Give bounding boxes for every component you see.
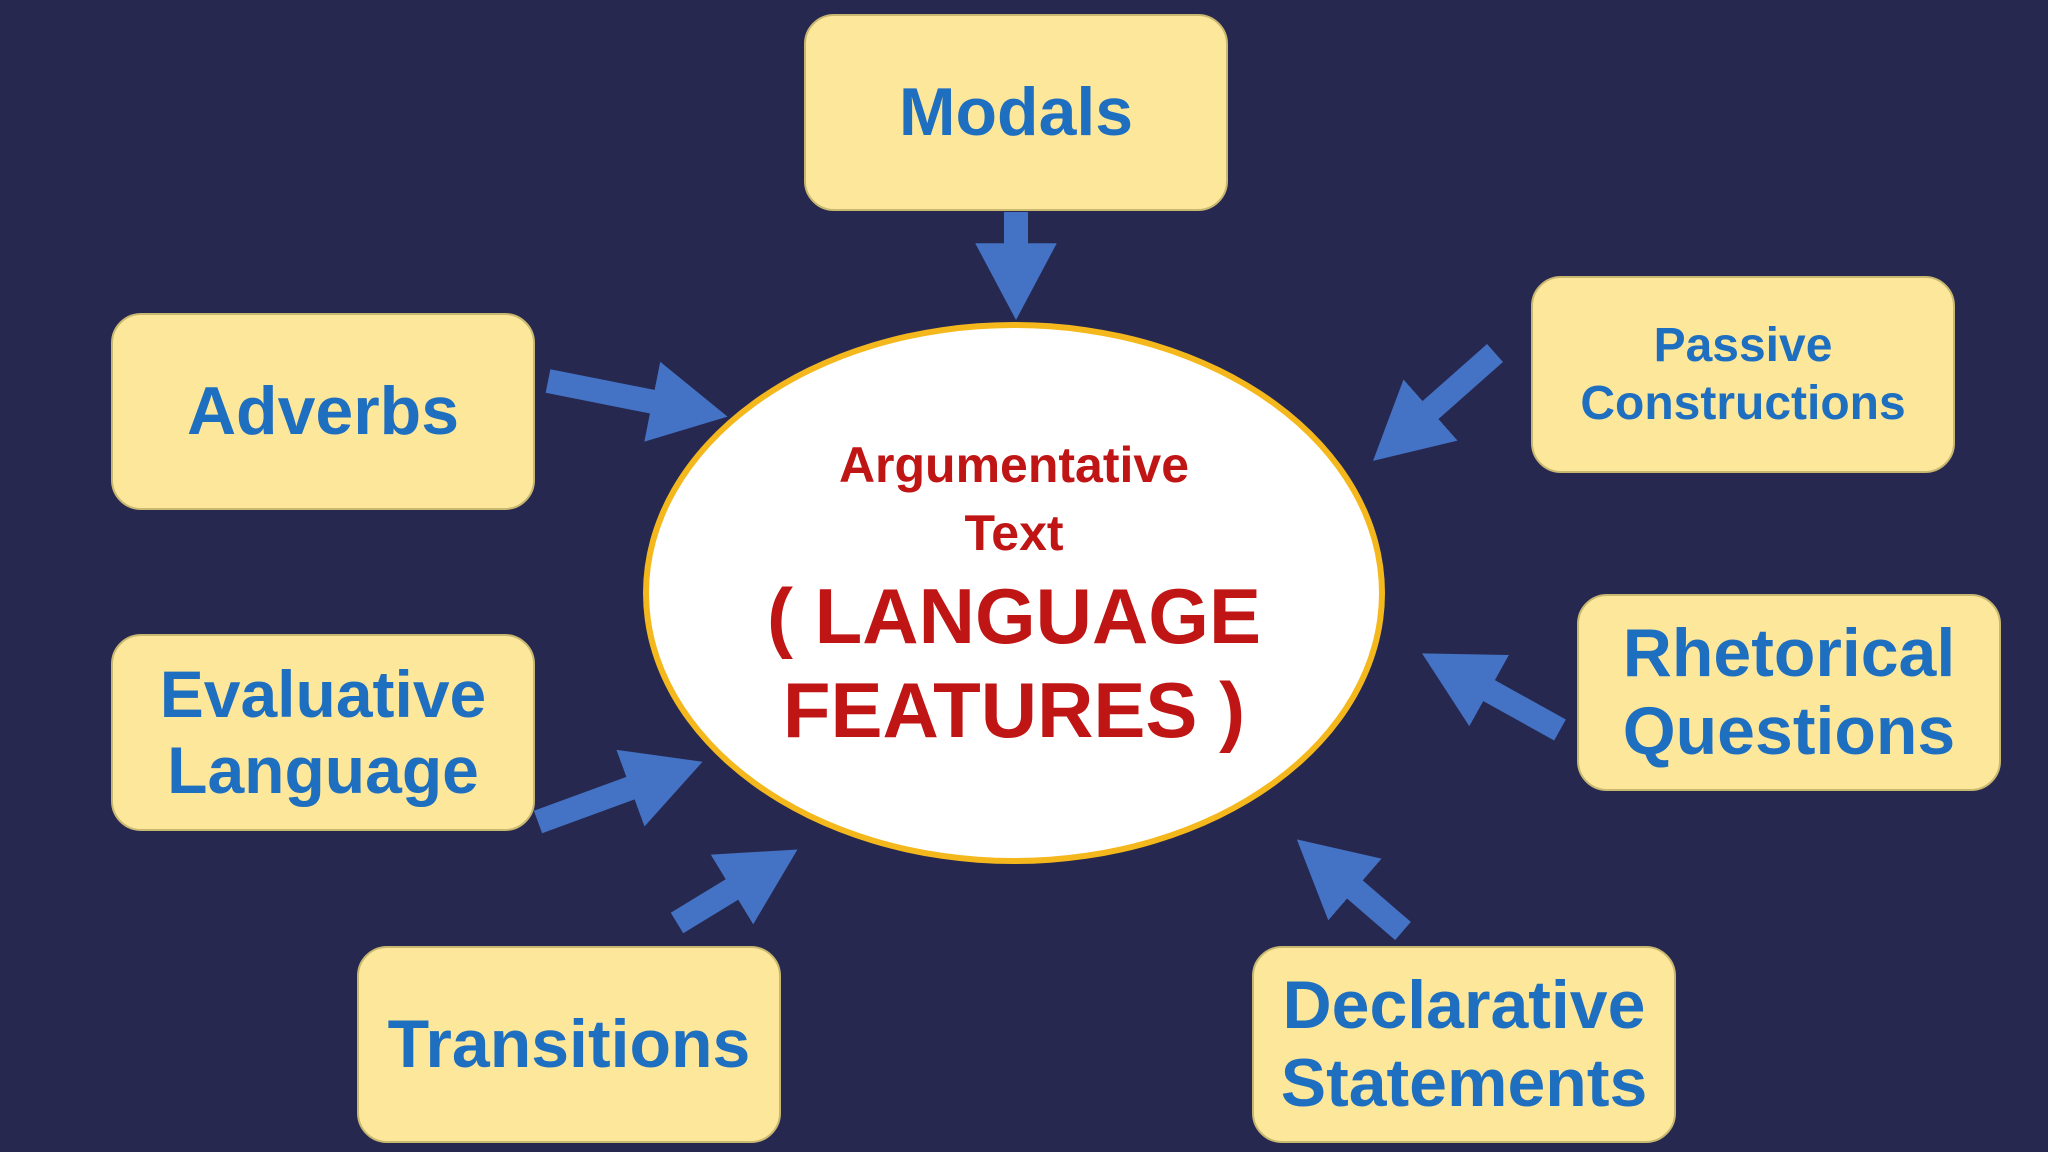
feature-label-line1: Declarative: [1282, 966, 1646, 1043]
arrow-passive: [1373, 344, 1503, 461]
center-title-line2: Text: [964, 504, 1064, 561]
center-subtitle-line2: FEATURES ): [782, 665, 1246, 754]
feature-label-line1: Rhetorical: [1622, 614, 1956, 691]
feature-label-line1: Passive: [1653, 318, 1833, 372]
feature-box-evaluative-language: Evaluative Language: [111, 634, 535, 831]
feature-box-transitions: Transitions: [357, 946, 781, 1143]
feature-label-line1: Evaluative: [159, 657, 487, 732]
feature-box-declarative-statements: Declarative Statements: [1252, 946, 1676, 1143]
feature-label-line2: Language: [167, 732, 479, 807]
feature-label-line2: Questions: [1622, 692, 1956, 769]
feature-box-modals: Modals: [804, 14, 1228, 211]
arrow-transitions: [670, 849, 798, 934]
arrow-evaluative: [533, 749, 703, 834]
arrow-rhetorical: [1422, 653, 1566, 741]
feature-label: Modals: [898, 73, 1134, 150]
feature-label: Adverbs: [186, 372, 460, 449]
feature-label-line2: Constructions: [1580, 376, 1906, 430]
feature-box-rhetorical-questions: Rhetorical Questions: [1577, 594, 2001, 791]
arrow-declarative: [1296, 839, 1411, 941]
arrow-adverbs: [545, 361, 728, 442]
feature-label-line2: Statements: [1280, 1044, 1648, 1121]
center-subtitle-line1: ( LANGUAGE: [767, 572, 1261, 661]
feature-label: Transitions: [387, 1005, 751, 1082]
feature-box-adverbs: Adverbs: [111, 313, 535, 510]
central-topic-ellipse: Argumentative Text ( LANGUAGE FEATURES ): [643, 322, 1385, 864]
feature-box-passive-constructions: Passive Constructions: [1531, 276, 1955, 473]
center-title-line1: Argumentative: [838, 437, 1190, 494]
